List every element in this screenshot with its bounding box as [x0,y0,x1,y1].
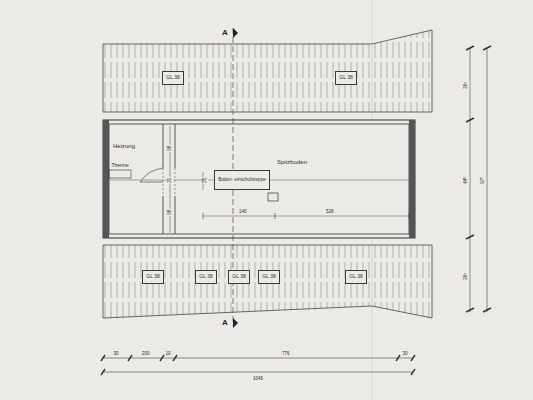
skylight-symbol: GL 38 [335,71,357,85]
skylight-symbol: GL 38 [345,270,367,284]
skylight-label: GL 38 [199,274,212,279]
dimension: 140 [238,210,248,215]
dimension: 21 [203,176,208,183]
stair-box: Boden- einschubtreppe [214,170,270,190]
dimension: 26⁵ [464,80,469,89]
skylight-label: GL 38 [232,274,245,279]
dimension: 26⁵ [464,271,469,280]
skylight-symbol: GL 38 [258,270,280,284]
dimension: 200 [141,352,151,357]
room-name: Heizung [112,143,136,149]
skylight-label: GL 38 [146,274,159,279]
dimension: 44⁰ [464,175,469,184]
dimension: 97⁰ [481,175,486,184]
equipment-name: Therme [111,163,130,168]
skylight-label: GL 38 [166,75,179,80]
skylight-symbol: GL 38 [142,270,164,284]
section-mark: A [221,29,229,37]
skylight-label: GL 38 [339,75,352,80]
skylight-symbol: GL 38 [228,270,250,284]
dimension: 1046 [252,377,264,382]
dimension: 98 [168,208,173,215]
dimension: 10 [165,352,172,357]
dimension: 776 [281,352,291,357]
dimension: 21 [168,176,173,183]
stair-label: Boden- einschubtreppe [218,178,266,183]
skylight-symbol: GL 38 [195,270,217,284]
skylight-label: GL 38 [349,274,362,279]
section-mark: A [221,319,229,327]
dimension: 30 [113,352,120,357]
dimension: 98 [168,144,173,151]
skylight-symbol: GL 38 [162,71,184,85]
dimension: 528 [325,210,335,215]
skylight-label: GL 38 [262,274,275,279]
dimension: 30 [402,352,409,357]
room-name: Spitzboden [276,159,308,165]
